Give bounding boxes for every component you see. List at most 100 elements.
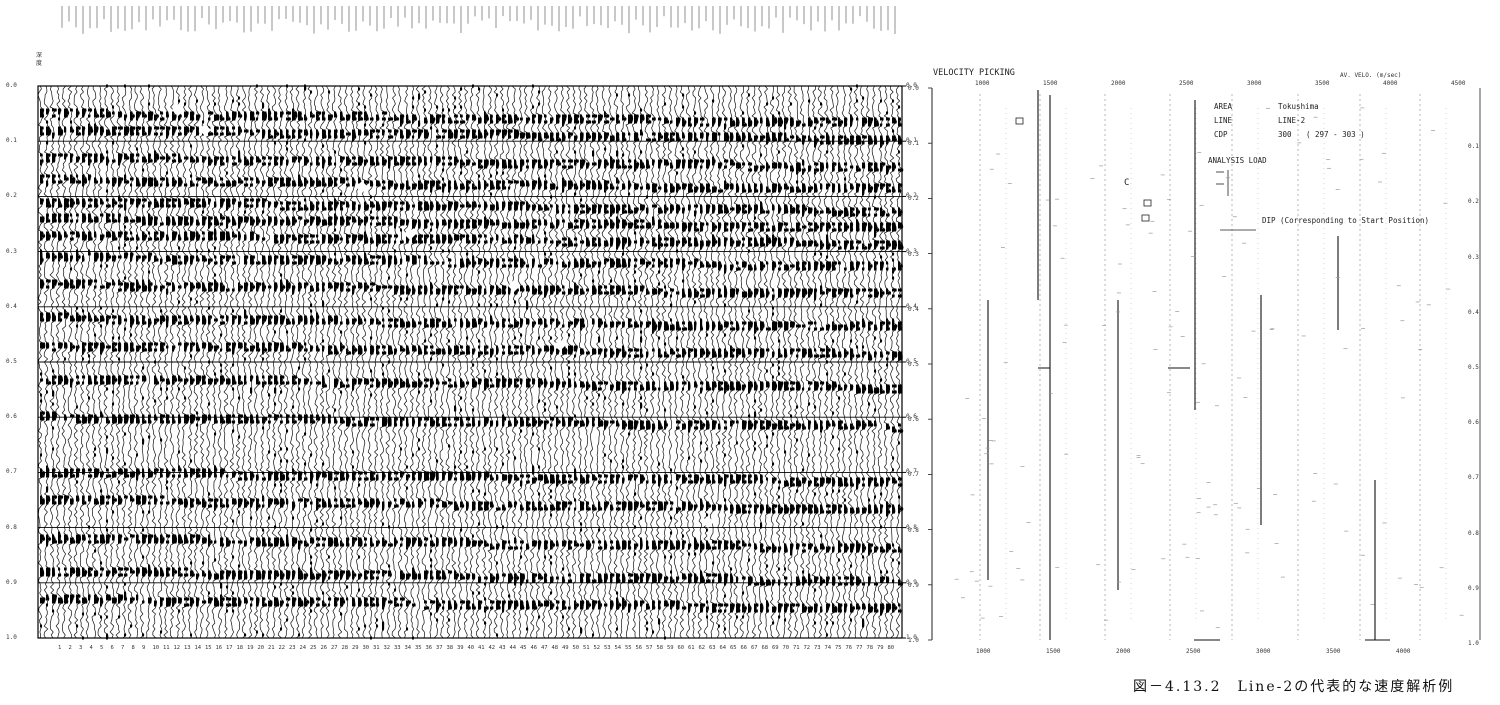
velocity-top-tick: 1500 [1043,80,1058,87]
seismic-time-tick-right: 0.2 [906,192,917,200]
velocity-right-header: AV. VELO. (m/sec) [1340,72,1402,79]
velocity-right-tick: 0.4 [1468,308,1479,316]
scatter-ticks [954,107,1464,628]
pick-marker [356,181,368,193]
trace-number: 33 [394,645,401,651]
trace-number: 49 [562,645,569,651]
trace-number: 4 [89,645,93,651]
trace-number: 21 [268,645,275,651]
seismic-time-tick-left: 1.0 [6,634,17,641]
trace-number: 58 [656,645,664,651]
seismic-time-tick-left: 0.5 [6,358,17,365]
info-cdp-value: 300 [1278,130,1292,139]
trace-number: 68 [761,645,769,651]
seismic-time-tick-left: 0.4 [6,302,17,310]
trace-number: 40 [467,645,475,651]
trace-number: 62 [698,645,706,651]
trace-number: 71 [793,645,800,651]
info-area-label: AREA [1214,102,1233,111]
pick-markers [172,104,714,528]
seismic-time-tick-right: 0.3 [906,247,917,255]
velocity-right-tick: 0.5 [1468,364,1479,371]
trace-number: 79 [877,645,884,651]
trace-number: 25 [310,645,317,651]
seismic-time-tick-left: 0.2 [6,192,17,200]
velocity-top-tick: 2500 [1179,80,1194,87]
trace-number: 44 [509,645,517,651]
trace-number: 39 [457,645,464,651]
trace-number: 1 [58,645,62,651]
trace-number: 7 [121,645,125,651]
trace-number: 59 [667,645,674,651]
trace-number: 20 [257,645,265,651]
trace-number: 26 [320,645,328,651]
velocity-grid [979,94,1447,640]
velocity-time-tick: 0.9 [908,581,919,589]
velocity-top-tick: 3000 [1247,80,1262,87]
velocity-time-tick: 0.3 [908,250,919,258]
pick-marker [702,516,714,528]
pick-marker [554,339,566,351]
info-dip-label: DIP (Corresponding to Start Position) [1262,216,1430,225]
trace-number: 52 [593,645,601,651]
trace-number: 36 [425,645,433,651]
velocity-bottom-tick: 2000 [1116,648,1131,655]
trace-number: 32 [383,645,391,651]
velocity-right-tick: 0.9 [1468,584,1479,592]
trace-number: 37 [436,645,443,651]
trace-number: 11 [163,645,170,651]
trace-number: 51 [583,645,590,651]
figure-caption: 図－4.13.2 Line-2の代表的な速度解析例 [1133,679,1455,695]
trace-number: 46 [530,645,538,651]
info-cdp-label: CDP [1214,130,1228,139]
velocity-top-tick: 1000 [975,80,990,87]
trace-number: 16 [215,645,223,651]
seismic-time-tick-right: 0.8 [906,523,917,531]
trace-number: 8 [131,645,135,651]
velocity-top-tick: 4000 [1383,80,1398,87]
trace-number: 67 [751,645,758,651]
velocity-bottom-tick: 1000 [976,648,991,655]
velocity-bottom-tick: 4000 [1396,648,1411,655]
info-analysis-label: ANALYSIS LOAD [1208,156,1267,165]
velocity-time-tick: 0.7 [908,471,919,479]
info-cdp-range: ( 297 - 303 ) [1306,130,1365,139]
seismic-traces [37,6,906,640]
velocity-bottom-tick: 2500 [1186,648,1201,655]
seismic-time-tick-left: 0.0 [6,82,17,89]
velocity-right-tick: 0.3 [1468,253,1479,261]
velocity-right-tick: 0.8 [1468,529,1479,537]
trace-number: 18 [236,645,244,651]
trace-number: 74 [824,645,832,651]
seismic-time-tick-right: 0.6 [906,413,917,421]
trace-number: 6 [110,645,114,651]
trace-number: 42 [488,645,496,651]
trace-number: 14 [194,645,202,651]
trace-number: 2 [68,645,72,651]
seismic-time-tick-right: 0.1 [906,137,917,145]
trace-number: 30 [362,645,370,651]
velocity-plot [928,87,1481,641]
velocity-time-tick: 0.8 [908,526,919,534]
pick-brackets [1015,117,1256,231]
trace-number: 66 [740,645,748,651]
seismic-time-tick-left: 0.8 [6,523,17,531]
trace-number: 75 [835,645,842,651]
trace-number: 57 [646,645,653,651]
seismic-time-tick-right: 0.7 [906,468,917,476]
trace-number: 23 [289,645,296,651]
velocity-time-tick: 0.2 [908,195,919,203]
velocity-picks [987,90,1390,641]
trace-number: 5 [100,645,104,651]
pick-marker [508,280,520,292]
trace-number: 27 [331,645,338,651]
trace-number: 60 [677,645,685,651]
trace-number: 19 [247,645,254,651]
trace-number: 38 [446,645,454,651]
trace-number: 22 [278,645,286,651]
trace-number: 17 [226,645,233,651]
seismic-time-tick-right: 1.0 [906,634,917,641]
trace-number: 31 [373,645,380,651]
trace-number: 54 [614,645,622,651]
